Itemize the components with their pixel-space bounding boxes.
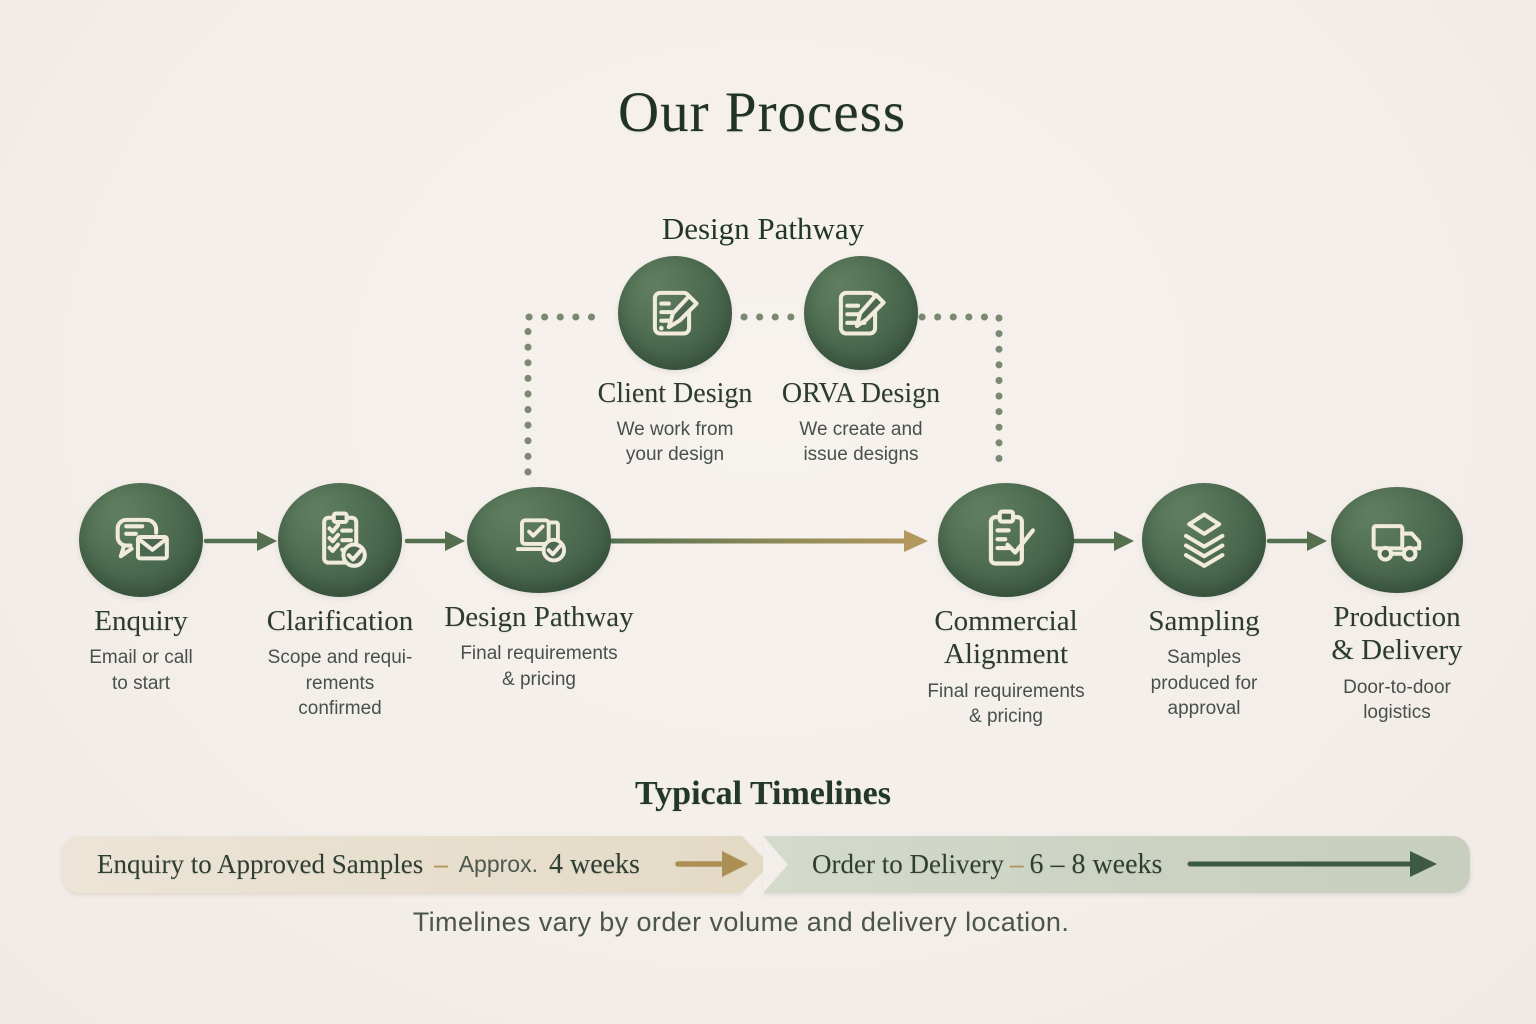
design-pathway-heading: Design Pathway	[661, 211, 865, 246]
clipboard-check-icon	[938, 483, 1074, 597]
timeline-separator: –	[1009, 849, 1024, 879]
timeline-duration: 4 weeks	[548, 848, 640, 880]
truck-icon	[1331, 487, 1463, 593]
timeline-label: Order to Delivery	[812, 849, 1004, 879]
clipboard-checklist-icon	[278, 483, 402, 597]
stage-design-pathway: Design Pathway Final requirements & pric…	[419, 487, 659, 692]
option-subtitle: We work from your design	[616, 419, 734, 466]
stage-commercial-alignment: Commercial Alignment Final requirements …	[881, 483, 1131, 729]
layers-icon	[1142, 483, 1266, 597]
stage-subtitle: Final requirements & pricing	[927, 680, 1085, 727]
stage-title: Production & Delivery	[1331, 601, 1463, 667]
stage-title: Clarification	[266, 605, 414, 637]
stage-sampling: Sampling Samples produced for approval	[1104, 483, 1304, 721]
stage-clarification: Clarification Scope and requi- rements c…	[225, 483, 455, 721]
option-title: ORVA Design	[781, 378, 941, 409]
document-pencil-icon	[804, 256, 918, 370]
option-orva-design: ORVA Design We create and issue designs	[756, 256, 966, 468]
timeline-duration: 6 – 8 weeks	[1029, 848, 1163, 880]
stage-title: Design Pathway	[444, 601, 634, 633]
timelines-note: Timelines vary by order volume and deliv…	[412, 907, 1070, 937]
option-title: Client Design	[597, 378, 753, 409]
page-title: Our Process	[617, 81, 907, 144]
stage-title: Enquiry	[94, 605, 188, 637]
option-client-design: Client Design We work from your design	[570, 256, 780, 468]
stage-subtitle: Door-to-door logistics	[1343, 676, 1451, 723]
stage-production-delivery: Production & Delivery Door-to-door logis…	[1292, 487, 1502, 725]
timeline-bar-order-to-delivery: Order to Delivery – 6 – 8 weeks	[764, 836, 1470, 893]
timeline-label: Enquiry to Approved Samples	[97, 849, 424, 879]
option-subtitle: We create and issue designs	[799, 419, 923, 466]
stage-title: Commercial Alignment	[934, 605, 1078, 671]
document-pencil-icon	[618, 256, 732, 370]
chat-envelope-icon	[79, 483, 203, 597]
stage-title: Sampling	[1148, 605, 1260, 637]
timelines-heading: Typical Timelines	[635, 775, 891, 812]
laptop-check-icon	[467, 487, 611, 593]
stage-subtitle: Samples produced for approval	[1150, 647, 1258, 719]
timeline-separator: –	[434, 849, 448, 879]
stage-subtitle: Email or call to start	[89, 647, 193, 694]
stage-subtitle: Scope and requi- rements confirmed	[267, 647, 413, 719]
stage-enquiry: Enquiry Email or call to start	[41, 483, 241, 696]
timeline-bar-enquiry-to-samples: Enquiry to Approved Samples – Approx. 4 …	[62, 836, 742, 893]
stage-subtitle: Final requirements & pricing	[460, 643, 618, 690]
timeline-qualifier: Approx.	[458, 851, 538, 877]
